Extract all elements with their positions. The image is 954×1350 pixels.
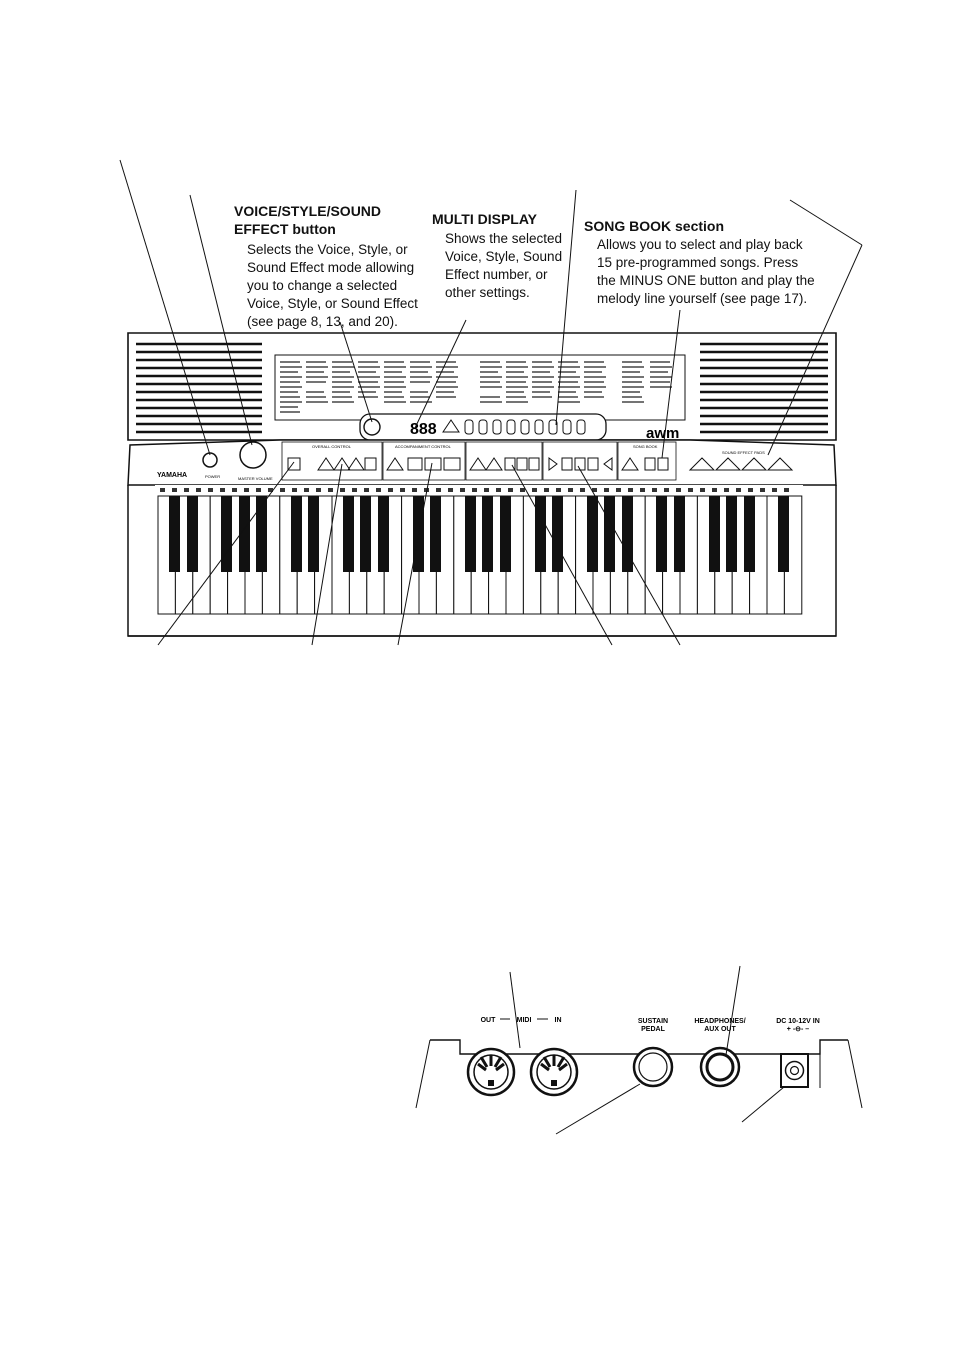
- voice-style-button: [363, 418, 381, 436]
- power-switch: [202, 452, 218, 468]
- midi-label: MIDI: [517, 1017, 532, 1024]
- overall-control-box: [281, 441, 383, 481]
- midi-out-label: OUT: [481, 1017, 497, 1024]
- dc-in-jack: [780, 1053, 809, 1088]
- voice-list-text: [280, 361, 672, 413]
- accomp-button-1: [407, 457, 423, 471]
- dc-in-label: DC 10-12V IN: [776, 1018, 820, 1025]
- callout-multi-display: MULTI DISPLAY Shows the selected Voice, …: [432, 210, 572, 302]
- master-volume-knob: [239, 441, 267, 469]
- callout-song-book: SONG BOOK section Allows you to select a…: [584, 217, 819, 308]
- style-control-box: [465, 441, 543, 481]
- brand-logo: YAMAHA: [157, 472, 187, 479]
- master-volume-label: MASTER VOLUME: [238, 476, 273, 481]
- key-number-marks: [160, 488, 789, 492]
- sustain-label: SUSTAIN: [638, 1018, 668, 1025]
- accomp-button-3: [443, 457, 461, 471]
- overall-control-label: OVERALL CONTROL: [312, 444, 352, 449]
- rear-panel-edge-left: [415, 1039, 431, 1109]
- tempo-buttons: [317, 457, 365, 471]
- display-up-arrow: [442, 419, 460, 433]
- lesson-button-3: [587, 457, 599, 471]
- aux-out-label: AUX OUT: [704, 1026, 736, 1033]
- rear-panel-illustration: OUT MIDI IN SUSTAIN PEDAL HEADPHONES/ AU…: [415, 965, 863, 1135]
- style-button-3: [528, 457, 540, 471]
- midi-in-label: IN: [555, 1017, 562, 1024]
- accompaniment-control-box: [382, 441, 466, 481]
- song-book-box: [617, 441, 677, 481]
- song-book-panel-label: SONG BOOK: [633, 444, 658, 449]
- midi-in-port: [529, 1047, 579, 1097]
- demo-button: [287, 457, 301, 471]
- leader-lines-top: [119, 159, 863, 459]
- overall-extra-button: [364, 457, 377, 471]
- black-keys: [169, 496, 789, 572]
- style-button-1: [504, 457, 516, 471]
- rear-leader-lines: [509, 965, 785, 1135]
- dc-polarity-label: + -⊖- –: [787, 1026, 810, 1033]
- awm-logo: awm: [646, 425, 679, 442]
- sound-effect-pads: [688, 457, 794, 471]
- song-book-button-1: [644, 457, 656, 471]
- callout-voice-style-body: Selects the Voice, Style, or Sound Effec…: [247, 242, 418, 329]
- rear-panel-edge-right: [847, 1039, 863, 1109]
- style-button-2: [516, 457, 528, 471]
- lesson-control-box: [542, 441, 618, 481]
- accompaniment-control-label: ACCOMPANIMENT CONTROL: [395, 444, 452, 449]
- lesson-button-1: [561, 457, 573, 471]
- callout-song-book-title: SONG BOOK section: [584, 218, 725, 234]
- minus-one-button: [657, 457, 669, 471]
- callout-multi-display-title: MULTI DISPLAY: [432, 211, 538, 227]
- callout-multi-display-body: Shows the selected Voice, Style, Sound E…: [445, 231, 563, 300]
- pedal-label: PEDAL: [641, 1026, 665, 1033]
- lesson-button-2: [574, 457, 586, 471]
- key-label-strip: [155, 485, 803, 495]
- display-indicators: [464, 419, 586, 435]
- accomp-arrow: [386, 457, 404, 471]
- lesson-play-arrow: [548, 457, 558, 471]
- sound-effect-label: SOUND EFFECT PADS: [722, 450, 765, 455]
- headphones-label: HEADPHONES/: [694, 1018, 745, 1025]
- callout-voice-style: VOICE/STYLE/SOUND EFFECT button Selects …: [234, 202, 434, 331]
- headphones-jack: [699, 1046, 741, 1088]
- sustain-pedal-jack: [632, 1046, 674, 1088]
- multi-display-digits: 888: [410, 421, 437, 438]
- style-arrows: [469, 457, 503, 471]
- song-book-arrow: [621, 457, 639, 471]
- keyboard-illustration: 888 awm YAMAHA MASTER VOLUME POWER OVERA…: [119, 159, 863, 646]
- accomp-button-2: [424, 457, 442, 471]
- callout-song-book-body: Allows you to select and play back 15 pr…: [597, 237, 815, 306]
- callout-voice-style-title: VOICE/STYLE/SOUND EFFECT button: [234, 203, 382, 237]
- power-label: POWER: [205, 474, 220, 479]
- lesson-back-arrow: [603, 457, 613, 471]
- white-keys: [157, 495, 803, 615]
- leader-lines-bottom: [157, 461, 681, 646]
- midi-out-port: [466, 1047, 516, 1097]
